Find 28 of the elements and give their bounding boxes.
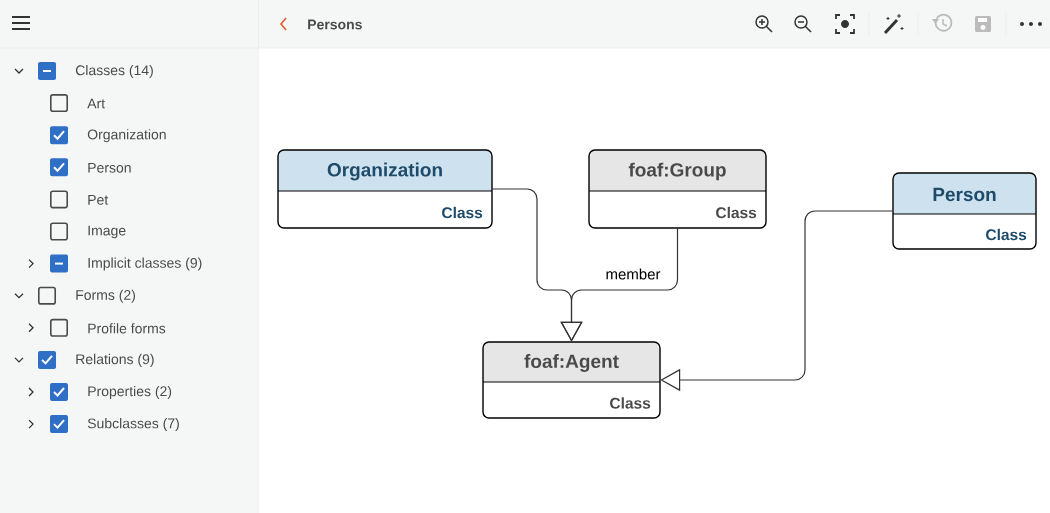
class-box bbox=[277, 149, 493, 229]
class-type-label: Class bbox=[442, 206, 483, 219]
tree-label: Subclasses (7) bbox=[87, 418, 179, 432]
edge-label: member bbox=[604, 267, 662, 281]
tree-label: Organization bbox=[87, 129, 166, 143]
class-type-label: Class bbox=[610, 397, 651, 409]
class-name: Organization bbox=[327, 162, 442, 181]
tree-label: Relations (9) bbox=[76, 353, 154, 367]
tree-label: Implicit classes (9) bbox=[88, 257, 202, 271]
tree-label: Image bbox=[88, 225, 126, 239]
class-type-label: Class bbox=[986, 228, 1027, 241]
tree-label: Classes (14) bbox=[75, 64, 153, 78]
class-box bbox=[892, 172, 1037, 250]
class-box bbox=[482, 341, 661, 419]
tree-label: Forms (2) bbox=[76, 289, 135, 303]
class-type-label: Class bbox=[716, 206, 757, 219]
tree-label: Person bbox=[88, 162, 131, 173]
tree-label: Profile forms bbox=[88, 323, 166, 334]
class-name: foaf:Group bbox=[628, 162, 726, 181]
tree-label: Pet bbox=[88, 195, 109, 205]
tree-label: Art bbox=[87, 98, 105, 109]
inheritance-arrow bbox=[560, 227, 679, 342]
page-title: Persons bbox=[308, 19, 362, 30]
class-name: Person bbox=[933, 187, 996, 202]
tree-label: Properties (2) bbox=[88, 385, 172, 399]
class-name: foaf:Agent bbox=[524, 354, 619, 372]
inheritance-arrow bbox=[660, 210, 894, 392]
class-box bbox=[588, 149, 767, 229]
